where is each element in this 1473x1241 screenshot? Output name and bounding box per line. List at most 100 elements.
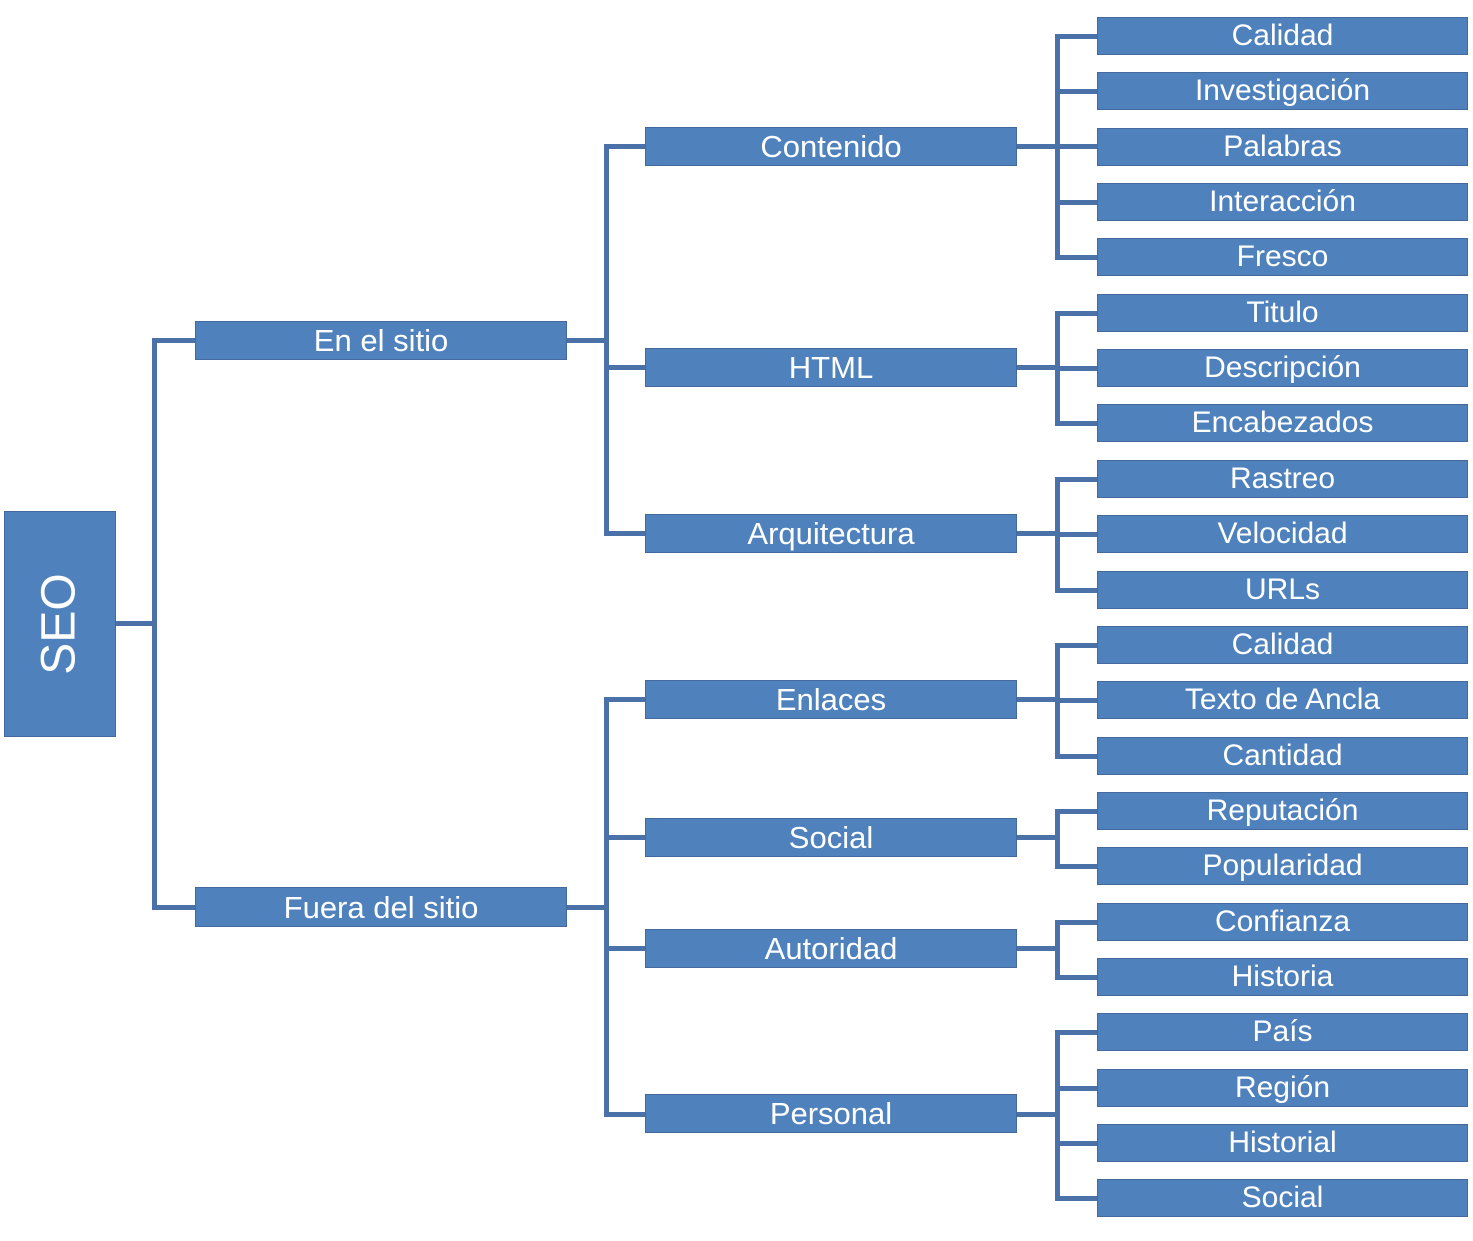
leaf-label: Cantidad	[1222, 739, 1343, 772]
connector-line	[604, 697, 609, 1117]
connector-line	[1055, 920, 1060, 980]
connector-line	[1055, 975, 1097, 980]
node-seo-label: SEO	[33, 573, 86, 675]
node-personal-label: Personal	[769, 1096, 893, 1131]
node-arquitectura: Arquitectura	[645, 514, 1017, 553]
node-calidad-contenido: Calidad	[1097, 17, 1468, 55]
connector-line	[152, 338, 195, 343]
node-historial: Historial	[1097, 1124, 1468, 1162]
node-descripcion: Descripción	[1097, 349, 1468, 387]
node-enlaces: Enlaces	[645, 680, 1017, 719]
leaf-label: Región	[1234, 1071, 1331, 1104]
connector-line	[1055, 1030, 1097, 1035]
leaf-label: Historial	[1228, 1126, 1337, 1159]
connector-line	[1055, 920, 1097, 925]
connector-line	[1055, 1141, 1097, 1146]
connector-line	[604, 144, 609, 536]
leaf-label: Calidad	[1231, 19, 1334, 52]
connector-line	[567, 338, 609, 343]
connector-line	[1055, 1030, 1060, 1201]
connector-line	[604, 946, 645, 951]
connector-line	[567, 905, 609, 910]
node-autoridad: Autoridad	[645, 929, 1017, 968]
connector-line	[604, 365, 645, 370]
connector-line	[1055, 421, 1097, 426]
node-rastreo: Rastreo	[1097, 460, 1468, 498]
leaf-label: Social	[1241, 1181, 1324, 1214]
node-html-label: HTML	[788, 350, 874, 385]
node-cantidad: Cantidad	[1097, 737, 1468, 775]
leaf-label: Velocidad	[1217, 517, 1348, 550]
node-region: Región	[1097, 1069, 1468, 1107]
leaf-label: Texto de Ancla	[1184, 683, 1381, 716]
connector-line	[1017, 365, 1057, 370]
node-investigacion: Investigación	[1097, 72, 1468, 110]
node-pais: País	[1097, 1013, 1468, 1051]
connector-line	[1055, 809, 1060, 869]
connector-line	[1017, 531, 1057, 536]
connector-line	[152, 338, 157, 910]
leaf-label: Reputación	[1206, 794, 1359, 827]
leaf-label: Confianza	[1214, 905, 1351, 938]
node-en-el-sitio-label: En el sitio	[313, 323, 449, 358]
node-encabezados: Encabezados	[1097, 404, 1468, 442]
node-palabras: Palabras	[1097, 128, 1468, 166]
leaf-label: Descripción	[1204, 351, 1361, 384]
connector-line	[1017, 1112, 1057, 1117]
connector-line	[604, 1112, 645, 1117]
node-html: HTML	[645, 348, 1017, 387]
node-social: Social	[645, 818, 1017, 857]
connector-line	[1055, 809, 1097, 814]
connector-line	[1055, 144, 1097, 149]
connector-line	[1055, 864, 1097, 869]
node-calidad-enlaces: Calidad	[1097, 626, 1468, 664]
leaf-label: Encabezados	[1191, 406, 1374, 439]
node-urls: URLs	[1097, 571, 1468, 609]
leaf-label: URLs	[1244, 573, 1320, 606]
leaf-label: Interacción	[1209, 185, 1356, 218]
node-popularidad: Popularidad	[1097, 847, 1468, 885]
node-fuera-del-sitio-label: Fuera del sitio	[283, 889, 479, 925]
connector-line	[1017, 144, 1057, 149]
connector-line	[1055, 1086, 1097, 1091]
node-contenido-label: Contenido	[760, 129, 902, 164]
node-fresco: Fresco	[1097, 238, 1468, 276]
node-interaccion: Interacción	[1097, 183, 1468, 221]
node-seo: SEO	[4, 511, 116, 737]
connector-line	[604, 697, 645, 702]
leaf-label: Investigación	[1194, 74, 1371, 107]
connector-line	[1017, 835, 1057, 840]
connector-line	[604, 531, 645, 536]
connector-line	[116, 621, 155, 626]
connector-line	[1055, 477, 1097, 482]
connector-line	[1055, 643, 1097, 648]
connector-line	[1055, 532, 1097, 537]
node-social-personal: Social	[1097, 1179, 1468, 1217]
node-autoridad-label: Autoridad	[764, 931, 898, 966]
leaf-label: Historia	[1231, 960, 1334, 993]
connector-line	[1017, 946, 1057, 951]
leaf-label: Fresco	[1236, 240, 1329, 273]
leaf-label: País	[1252, 1015, 1313, 1048]
node-social-label: Social	[788, 820, 874, 855]
node-enlaces-label: Enlaces	[775, 682, 887, 717]
node-en-el-sitio: En el sitio	[195, 321, 567, 360]
connector-line	[1055, 588, 1097, 593]
node-personal: Personal	[645, 1094, 1017, 1133]
connector-line	[1055, 754, 1097, 759]
node-contenido: Contenido	[645, 127, 1017, 166]
connector-line	[1055, 255, 1097, 260]
connector-line	[1017, 697, 1057, 702]
connector-line	[1055, 311, 1097, 316]
connector-line	[1055, 200, 1097, 205]
connector-line	[1055, 366, 1097, 371]
leaf-label: Rastreo	[1229, 462, 1336, 495]
connector-line	[604, 835, 645, 840]
node-reputacion: Reputación	[1097, 792, 1468, 830]
connector-line	[1055, 34, 1097, 39]
connector-line	[152, 905, 195, 910]
connector-line	[1055, 89, 1097, 94]
leaf-label: Titulo	[1246, 296, 1319, 329]
leaf-label: Popularidad	[1202, 849, 1363, 882]
